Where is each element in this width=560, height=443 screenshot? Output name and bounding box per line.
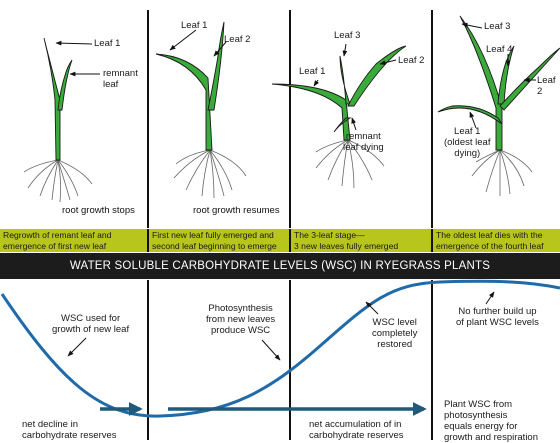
- leaves: [155, 21, 225, 151]
- panel2-leaf1-label: Leaf 1: [181, 20, 208, 31]
- panel4-leaf4-label: Leaf 4: [486, 44, 513, 55]
- band-stage-4: The oldest leaf dies with the emergence …: [436, 230, 544, 251]
- panel1-remnant-label: remnant leaf: [103, 68, 138, 90]
- net-decline-annotation: net decline in carbohydrate reserves: [22, 419, 117, 441]
- panel3-leaf2-label: Leaf 2: [398, 55, 425, 66]
- plant-stage-2: [155, 21, 247, 199]
- panel4-leaf1-label: Leaf 1 (oldest leaf dying): [444, 126, 491, 159]
- wsc-used-annotation: WSC used for growth of new leaf: [52, 313, 130, 335]
- leaves: [271, 45, 407, 141]
- panel4-leaf3-label: Leaf 3: [484, 21, 511, 32]
- leaves: [437, 15, 560, 151]
- wsc-restored-annotation: WSC level completely restored: [372, 317, 418, 350]
- roots: [173, 149, 247, 199]
- title-bar: WATER SOLUBLE CARBOHYDRATE LEVELS (WSC) …: [0, 253, 560, 279]
- panel3-leaf3-label: Leaf 3: [334, 30, 361, 41]
- band-stage-1: Regrowth of remant leaf and emergence of…: [3, 230, 112, 251]
- panel2-leaf2-label: Leaf 2: [224, 34, 251, 45]
- net-accumulation-annotation: net accumulation of in carbohydrate rese…: [309, 419, 404, 441]
- band-stage-3: The 3-leaf stage— 3 new leaves fully eme…: [294, 230, 399, 251]
- panel2-root-caption: root growth resumes: [193, 205, 280, 216]
- panel3-remnant-dying-label: remnant leaf dying: [343, 131, 384, 153]
- stage-band: [0, 229, 560, 252]
- band-stage-2: First new leaf fully emerged and second …: [152, 230, 277, 251]
- wsc-curve: [0, 279, 560, 418]
- roots: [315, 139, 385, 189]
- panel1-root-caption: root growth stops: [62, 205, 135, 216]
- roots: [471, 149, 533, 196]
- plant-wsc-annotation: Plant WSC from photosynthesis equals ene…: [444, 399, 538, 443]
- plant-stage-3: [271, 43, 407, 189]
- panel3-leaf1-label: Leaf 1: [299, 66, 326, 77]
- panel1-leaf1-label: Leaf 1: [94, 38, 121, 49]
- no-buildup-annotation: No further build up of plant WSC levels: [456, 306, 539, 328]
- panel4-leaf2-label: Leaf 2: [537, 75, 556, 97]
- roots: [23, 159, 93, 203]
- photosynthesis-annotation: Photosynthesis from new leaves produce W…: [206, 303, 276, 336]
- plant-stage-1: [23, 37, 100, 203]
- plant-stage-4: [437, 15, 560, 196]
- leaves: [43, 37, 73, 161]
